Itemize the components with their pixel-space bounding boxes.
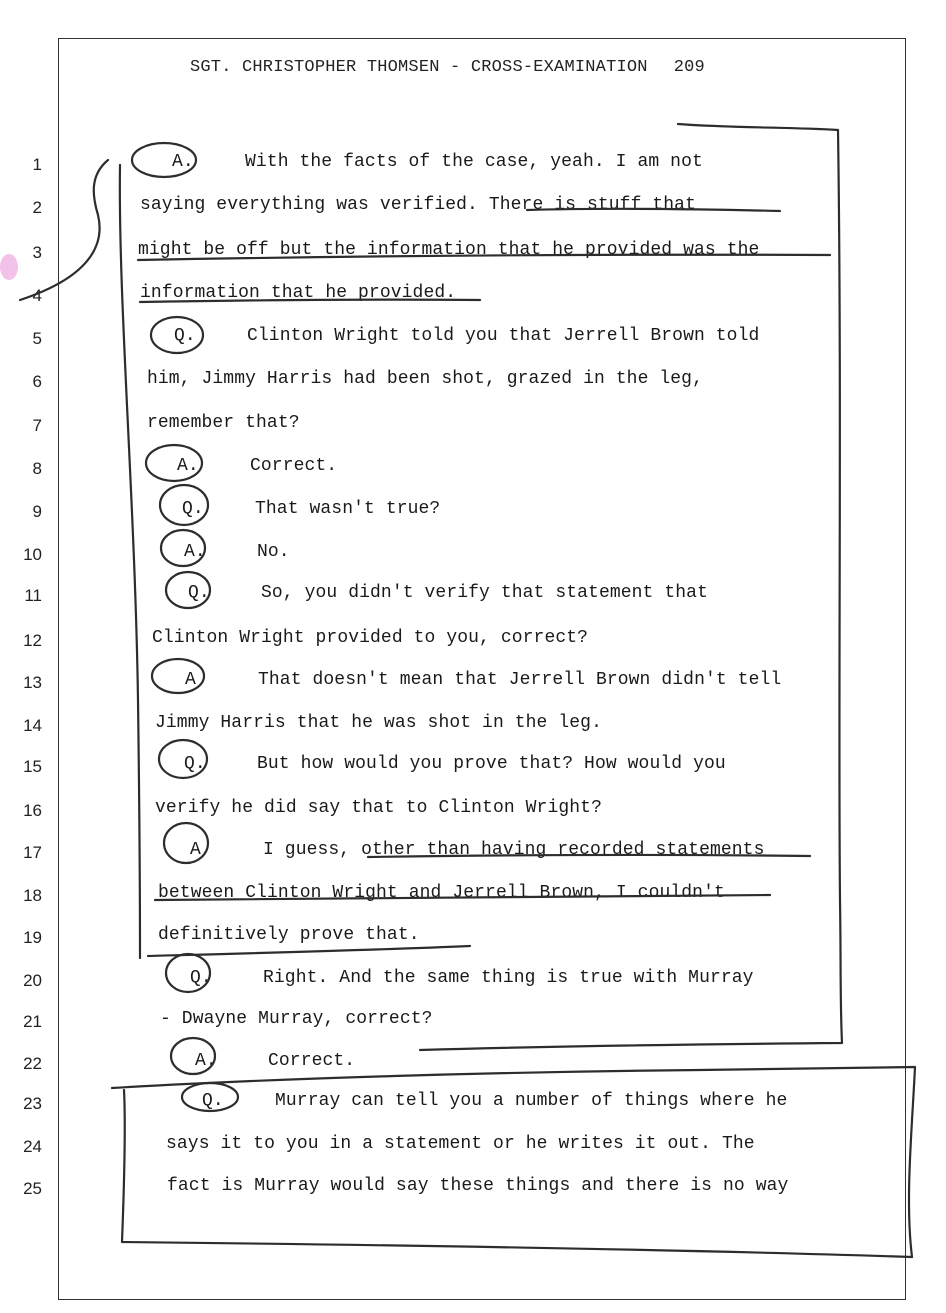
speaker-label: A. xyxy=(177,456,199,476)
line-number: 8 xyxy=(32,459,42,478)
transcript-line: Q. Murray can tell you a number of things… xyxy=(180,1091,787,1111)
line-number: 12 xyxy=(23,631,42,650)
transcript-line: him, Jimmy Harris had been shot, grazed … xyxy=(147,369,703,389)
line-number: 4 xyxy=(32,286,42,305)
page-header: SGT. CHRISTOPHER THOMSEN - CROSS-EXAMINA… xyxy=(190,58,705,77)
line-number: 10 xyxy=(23,545,42,564)
line-text: might be off but the information that he… xyxy=(138,240,760,260)
transcript-line: A. No. xyxy=(162,542,290,562)
line-number: 5 xyxy=(32,329,42,348)
transcript-line: A That doesn't mean that Jerrell Brown di… xyxy=(163,670,781,690)
speaker-label: Q. xyxy=(202,1091,224,1111)
line-text: That doesn't mean that Jerrell Brown did… xyxy=(258,670,782,690)
line-number: 22 xyxy=(23,1054,42,1073)
speaker-label: A. xyxy=(195,1051,217,1071)
speaker-label: Q. xyxy=(188,583,210,603)
transcript-line: A. Correct. xyxy=(173,1051,355,1071)
pink-ink-smudge xyxy=(0,254,18,280)
line-number: 7 xyxy=(32,416,42,435)
line-number: 11 xyxy=(24,586,42,605)
line-text: I guess, other than having recorded stat… xyxy=(263,840,765,860)
line-number: 19 xyxy=(23,928,42,947)
transcript-line: Q. That wasn't true? xyxy=(160,499,440,519)
line-text: So, you didn't verify that statement tha… xyxy=(261,583,708,603)
transcript-line: between Clinton Wright and Jerrell Brown… xyxy=(158,883,725,903)
line-text: Murray can tell you a number of things w… xyxy=(275,1091,788,1111)
line-text: Clinton Wright told you that Jerrell Bro… xyxy=(247,326,760,346)
speaker-label: Q. xyxy=(190,968,212,988)
header-title: SGT. CHRISTOPHER THOMSEN - CROSS-EXAMINA… xyxy=(190,58,648,77)
line-text: fact is Murray would say these things an… xyxy=(167,1176,789,1196)
line-text: With the facts of the case, yeah. I am n… xyxy=(245,152,703,172)
line-text: That wasn't true? xyxy=(255,499,441,519)
speaker-label: A. xyxy=(172,152,194,172)
transcript-line: - Dwayne Murray, correct? xyxy=(160,1009,433,1029)
transcript-line: Clinton Wright provided to you, correct? xyxy=(152,628,588,648)
line-text: between Clinton Wright and Jerrell Brown… xyxy=(158,883,725,903)
line-text: - Dwayne Murray, correct? xyxy=(160,1009,433,1029)
transcript-line: A. Correct. xyxy=(155,456,337,476)
line-number: 9 xyxy=(32,502,42,521)
line-text: says it to you in a statement or he writ… xyxy=(166,1134,755,1154)
line-number: 13 xyxy=(23,673,42,692)
line-number: 14 xyxy=(23,716,42,735)
line-number: 18 xyxy=(23,886,42,905)
speaker-label: A xyxy=(185,670,196,690)
speaker-label: Q. xyxy=(182,499,204,519)
line-number: 24 xyxy=(23,1137,42,1156)
line-number: 17 xyxy=(23,843,42,862)
line-text: definitively prove that. xyxy=(158,925,420,945)
transcript-line: Jimmy Harris that he was shot in the leg… xyxy=(155,713,602,733)
transcript-line: information that he provided. xyxy=(140,283,456,303)
line-text: Jimmy Harris that he was shot in the leg… xyxy=(155,713,602,733)
line-text: him, Jimmy Harris had been shot, grazed … xyxy=(147,369,703,389)
line-text: saying everything was verified. There is… xyxy=(140,195,696,215)
speaker-label: A. xyxy=(184,542,206,562)
line-number: 21 xyxy=(23,1012,42,1031)
transcript-line: Q. Clinton Wright told you that Jerrell B… xyxy=(152,326,759,346)
line-text: Correct. xyxy=(250,456,338,476)
line-number: 6 xyxy=(32,372,42,391)
transcript-line: fact is Murray would say these things an… xyxy=(167,1176,788,1196)
transcript-line: saying everything was verified. There is… xyxy=(140,195,696,215)
transcript-line: might be off but the information that he… xyxy=(138,240,759,260)
line-text: Right. And the same thing is true with M… xyxy=(263,968,754,988)
line-number: 20 xyxy=(23,971,42,990)
line-number: 25 xyxy=(23,1179,42,1198)
line-number: 2 xyxy=(32,198,42,217)
page-border xyxy=(58,38,906,1300)
line-text: information that he provided. xyxy=(140,283,457,303)
transcript-line: says it to you in a statement or he writ… xyxy=(166,1134,755,1154)
transcript-line: A I guess, other than having recorded sta… xyxy=(168,840,764,860)
transcript-line: Q. Right. And the same thing is true with… xyxy=(168,968,754,988)
line-text: Correct. xyxy=(268,1051,356,1071)
speaker-label: Q. xyxy=(184,754,206,774)
line-number: 1 xyxy=(32,155,42,174)
line-text: Clinton Wright provided to you, correct? xyxy=(152,628,589,648)
transcript-line: A. With the facts of the case, yeah. I am… xyxy=(150,152,703,172)
transcript-line: Q. So, you didn't verify that statement t… xyxy=(166,583,708,603)
transcript-line: remember that? xyxy=(147,413,300,433)
line-text: verify he did say that to Clinton Wright… xyxy=(155,798,602,818)
line-text: But how would you prove that? How would … xyxy=(257,754,726,774)
line-number: 15 xyxy=(23,757,42,776)
line-text: No. xyxy=(257,542,290,562)
page-number: 209 xyxy=(673,58,705,77)
transcript-line: verify he did say that to Clinton Wright… xyxy=(155,798,602,818)
line-number: 23 xyxy=(23,1094,42,1113)
speaker-label: A xyxy=(190,840,201,860)
transcript-line: definitively prove that. xyxy=(158,925,420,945)
line-number: 16 xyxy=(23,801,42,820)
speaker-label: Q. xyxy=(174,326,196,346)
line-text: remember that? xyxy=(147,413,300,433)
transcript-line: Q. But how would you prove that? How woul… xyxy=(162,754,726,774)
